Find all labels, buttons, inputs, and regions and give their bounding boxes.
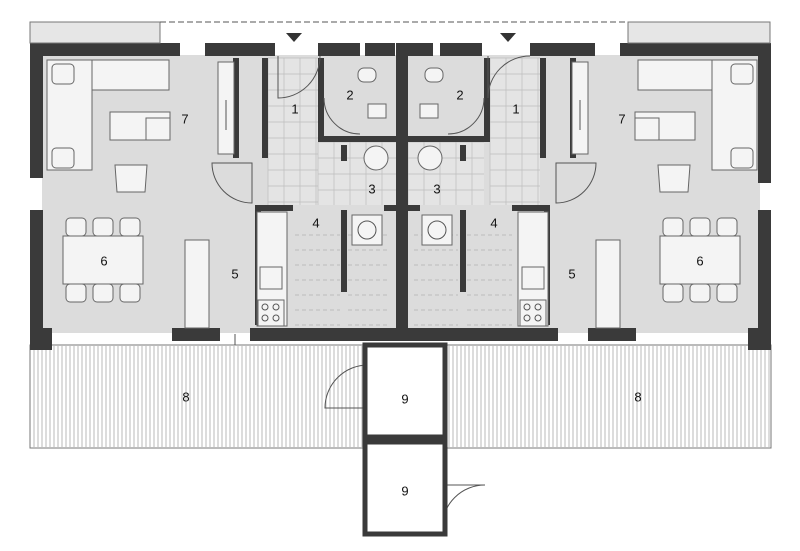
kitchen-island (184, 239, 210, 329)
storage-sheds (362, 342, 448, 537)
washing-machine (363, 145, 389, 171)
furniture-left (46, 59, 389, 345)
entrance-arrow-right (500, 33, 516, 42)
label-entry-right: 1 (512, 101, 519, 116)
label-entry-left: 1 (291, 101, 298, 116)
label-dining-left: 6 (100, 253, 107, 268)
label-stair-left: 4 (312, 215, 319, 230)
label-terrace-right: 8 (634, 389, 641, 404)
wc-lower (351, 214, 383, 246)
doors (211, 55, 597, 529)
toilet (357, 67, 377, 83)
entrance-arrow-left (286, 33, 302, 42)
label-living-right: 7 (618, 111, 625, 126)
label-stair-right: 4 (490, 215, 497, 230)
label-living-left: 7 (181, 111, 188, 126)
dining-table (62, 235, 144, 285)
label-hall-left: 3 (368, 181, 375, 196)
label-storage-upper: 9 (401, 391, 408, 406)
armchair (114, 164, 148, 193)
label-storage-lower: 9 (401, 483, 408, 498)
label-wc-left: 2 (346, 87, 353, 102)
label-dining-right: 6 (696, 253, 703, 268)
entrance-strip (29, 21, 771, 44)
tiled-floor (267, 57, 540, 205)
label-wc-right: 2 (456, 87, 463, 102)
label-kitchen-right: 5 (568, 266, 575, 281)
label-hall-right: 3 (433, 181, 440, 196)
label-terrace-left: 8 (182, 389, 189, 404)
room-labels: 1 2 7 3 4 6 5 1 2 7 3 4 6 5 8 8 9 9 (100, 87, 703, 498)
label-kitchen-left: 5 (231, 266, 238, 281)
sink (367, 103, 387, 119)
terrace-area (29, 344, 772, 449)
furniture-right (417, 59, 758, 329)
